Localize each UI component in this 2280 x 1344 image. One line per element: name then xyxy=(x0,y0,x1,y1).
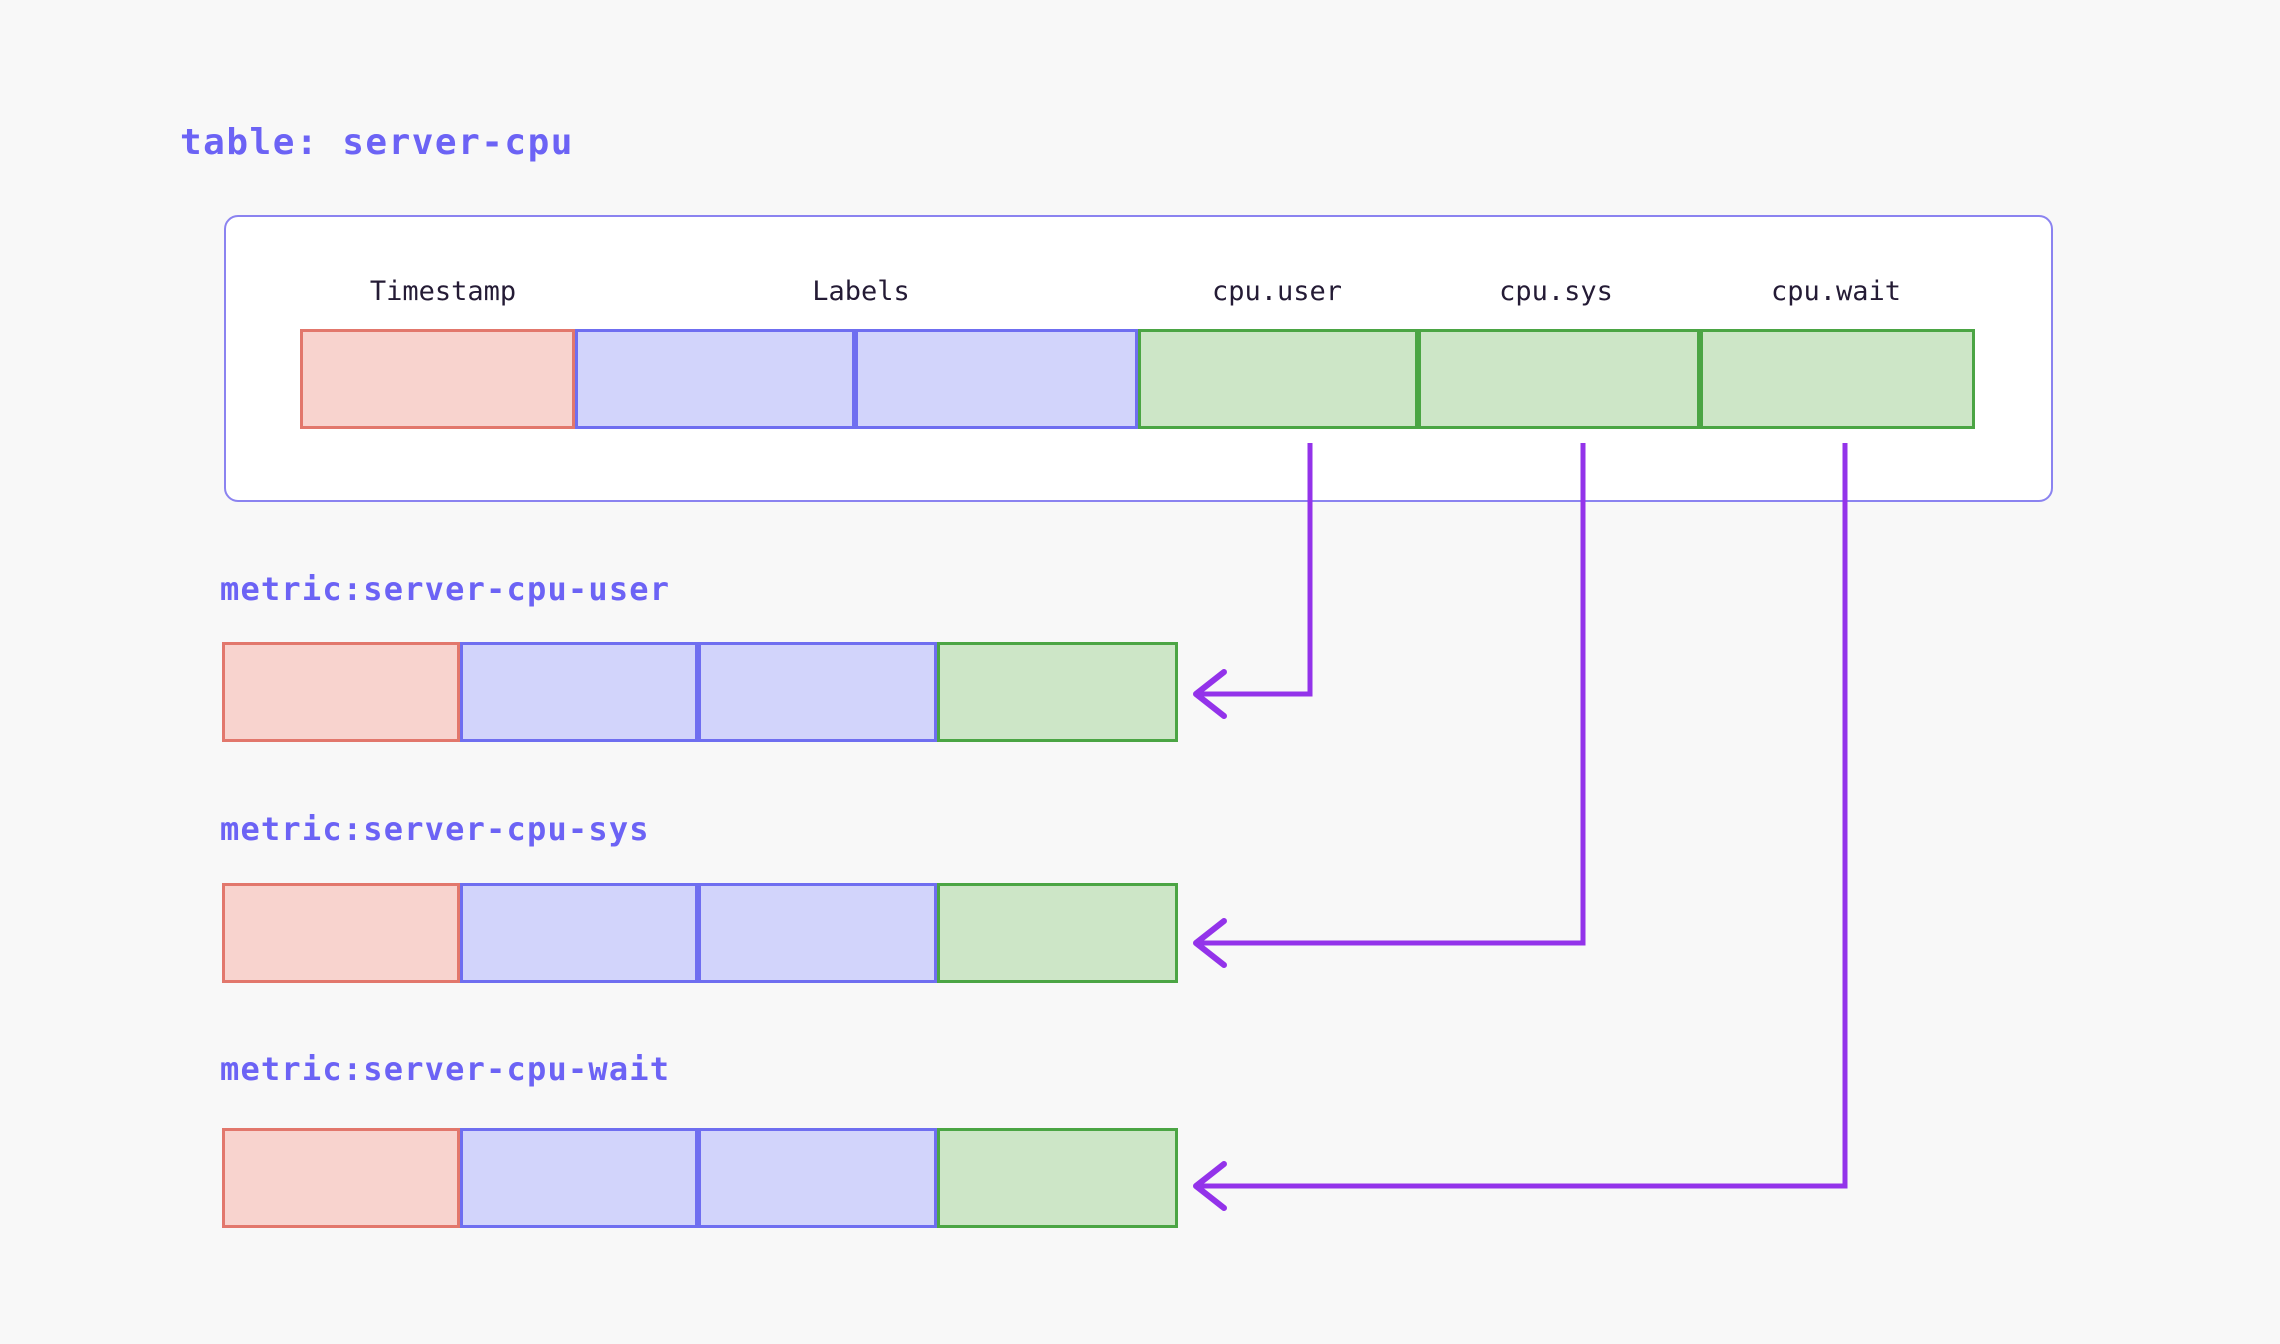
table-title: table: server-cpu xyxy=(180,122,574,163)
table-column-header: cpu.wait xyxy=(1770,276,1902,307)
metric-title: metric:server-cpu-sys xyxy=(220,810,650,848)
metric-row-cell xyxy=(222,642,460,742)
metric-title: metric:server-cpu-wait xyxy=(220,1050,671,1088)
table-column-header: cpu.sys xyxy=(1499,276,1613,307)
metric-row-cell xyxy=(937,642,1178,742)
metric-row-cell xyxy=(460,1128,698,1228)
table-cell-cpu-sys xyxy=(1418,329,1700,429)
metric-row-cell xyxy=(222,883,460,983)
cpu-wait-to-metric xyxy=(1193,443,1848,1211)
cpu-sys-to-metric xyxy=(1193,443,1586,968)
table-column-header: cpu.user xyxy=(1211,276,1343,307)
metric-row-cell xyxy=(460,883,698,983)
metric-row-cell xyxy=(937,1128,1178,1228)
metric-title: metric:server-cpu-user xyxy=(220,570,671,608)
metric-row-cell xyxy=(698,883,937,983)
table-cell-cpu-wait xyxy=(1700,329,1975,429)
table-column-header: Timestamp xyxy=(369,276,517,307)
table-cell-labels-2 xyxy=(855,329,1138,429)
metric-row-cell xyxy=(460,642,698,742)
metric-row-cell xyxy=(937,883,1178,983)
table-column-header: Labels xyxy=(812,276,910,307)
table-cell-Labels xyxy=(575,329,855,429)
table-cell-Timestamp xyxy=(300,329,575,429)
metric-row-cell xyxy=(698,1128,937,1228)
metric-row-cell xyxy=(698,642,937,742)
metric-row-cell xyxy=(222,1128,460,1228)
table-cell-cpu-user xyxy=(1138,329,1418,429)
